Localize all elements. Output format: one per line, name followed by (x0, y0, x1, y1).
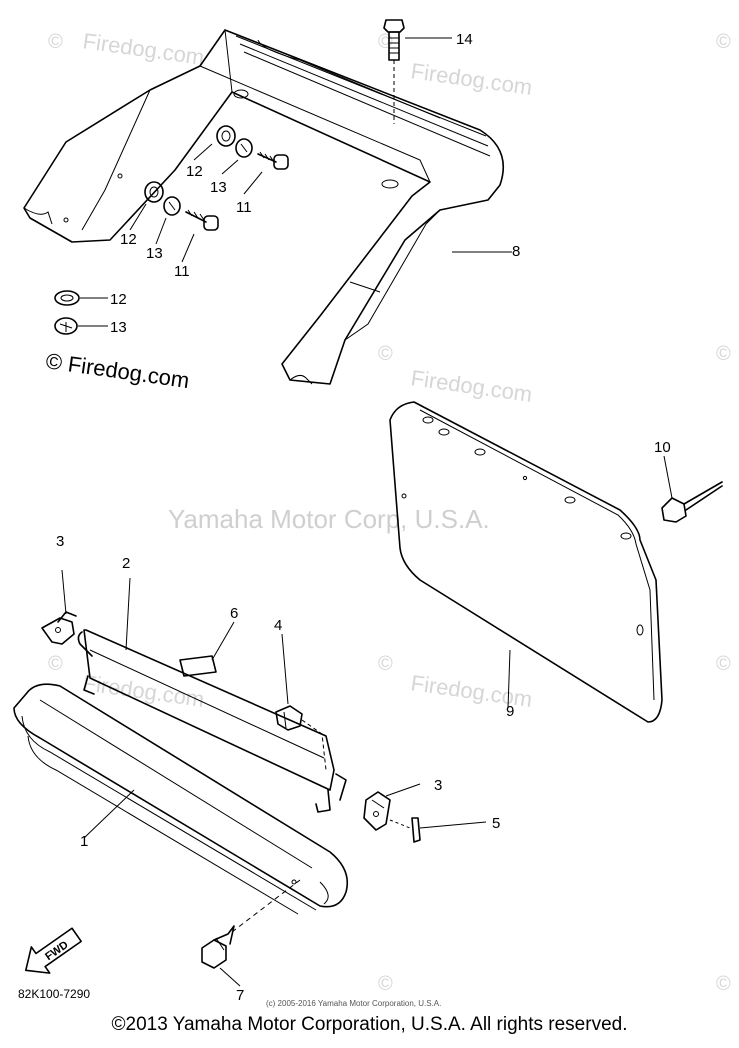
watermark-site-main: © Firedog.com (44, 348, 191, 393)
callout-13: 13 (146, 245, 163, 262)
watermark-copyright: © (378, 31, 393, 53)
callout-12: 12 (186, 163, 203, 180)
copyright-footer: ©2013 Yamaha Motor Corporation, U.S.A. A… (111, 1014, 628, 1035)
upper-hardware (54, 125, 289, 335)
fwd-arrow-icon: FWD (24, 927, 82, 974)
callout-7: 7 (236, 987, 244, 1004)
watermark-site: Firedog.com (81, 28, 206, 70)
bolt-7 (201, 879, 301, 987)
watermark-copyright: © (48, 31, 63, 53)
watermark-copyright: © (716, 973, 731, 995)
fwd-label: FWD (43, 939, 70, 963)
grab-bar (23, 29, 504, 385)
watermark-copyright: © (48, 653, 63, 675)
watermark-copyright: © (716, 653, 731, 675)
callout-10: 10 (654, 439, 671, 456)
callout-14: 14 (456, 31, 473, 48)
rivet-10 (661, 455, 723, 523)
diagram-canvas: © © © Firedog.com Firedog.com © Firedog.… (13, 19, 731, 1008)
callout-11: 11 (174, 263, 190, 280)
diagram-code: 82K100-7290 (18, 987, 90, 1001)
watermark-copyright: © (378, 653, 393, 675)
watermark-site: Firedog.com (81, 670, 206, 712)
watermark-copyright: © (716, 31, 731, 53)
watermark-center: Yamaha Motor Corp, U.S.A. (168, 504, 490, 534)
watermark-copyright: © (378, 973, 393, 995)
mud-guard (13, 683, 349, 915)
watermark-site: Firedog.com (409, 58, 534, 100)
callout-11: 11 (236, 199, 252, 216)
small-parts (41, 569, 487, 843)
callout-8: 8 (512, 243, 520, 260)
callout-13: 13 (110, 319, 127, 336)
callout-12: 12 (110, 291, 127, 308)
callout-4: 4 (274, 617, 282, 634)
watermark-layer: © © © Firedog.com Firedog.com © Firedog.… (44, 28, 731, 995)
callout-9: 9 (506, 703, 514, 720)
callout-6: 6 (230, 605, 238, 622)
callout-12: 12 (120, 231, 137, 248)
watermark-site: Firedog.com (409, 365, 534, 407)
callout-3: 3 (56, 533, 64, 550)
fine-print: (c) 2005-2016 Yamaha Motor Corporation, … (266, 999, 441, 1008)
callouts: 14 8 12 13 11 12 13 11 12 13 10 3 2 6 4 … (56, 31, 671, 1004)
callout-5: 5 (492, 815, 500, 832)
bracket-plate (77, 629, 347, 813)
mud-flap (389, 401, 663, 723)
callout-13: 13 (210, 179, 227, 196)
watermark-copyright: © (378, 343, 393, 365)
callout-2: 2 (122, 555, 130, 572)
watermark-copyright: © (716, 343, 731, 365)
leader-lines (83, 251, 512, 839)
callout-1: 1 (80, 833, 88, 850)
callout-3: 3 (434, 777, 442, 794)
watermark-site: Firedog.com (409, 670, 534, 712)
bolt-14 (383, 19, 452, 124)
